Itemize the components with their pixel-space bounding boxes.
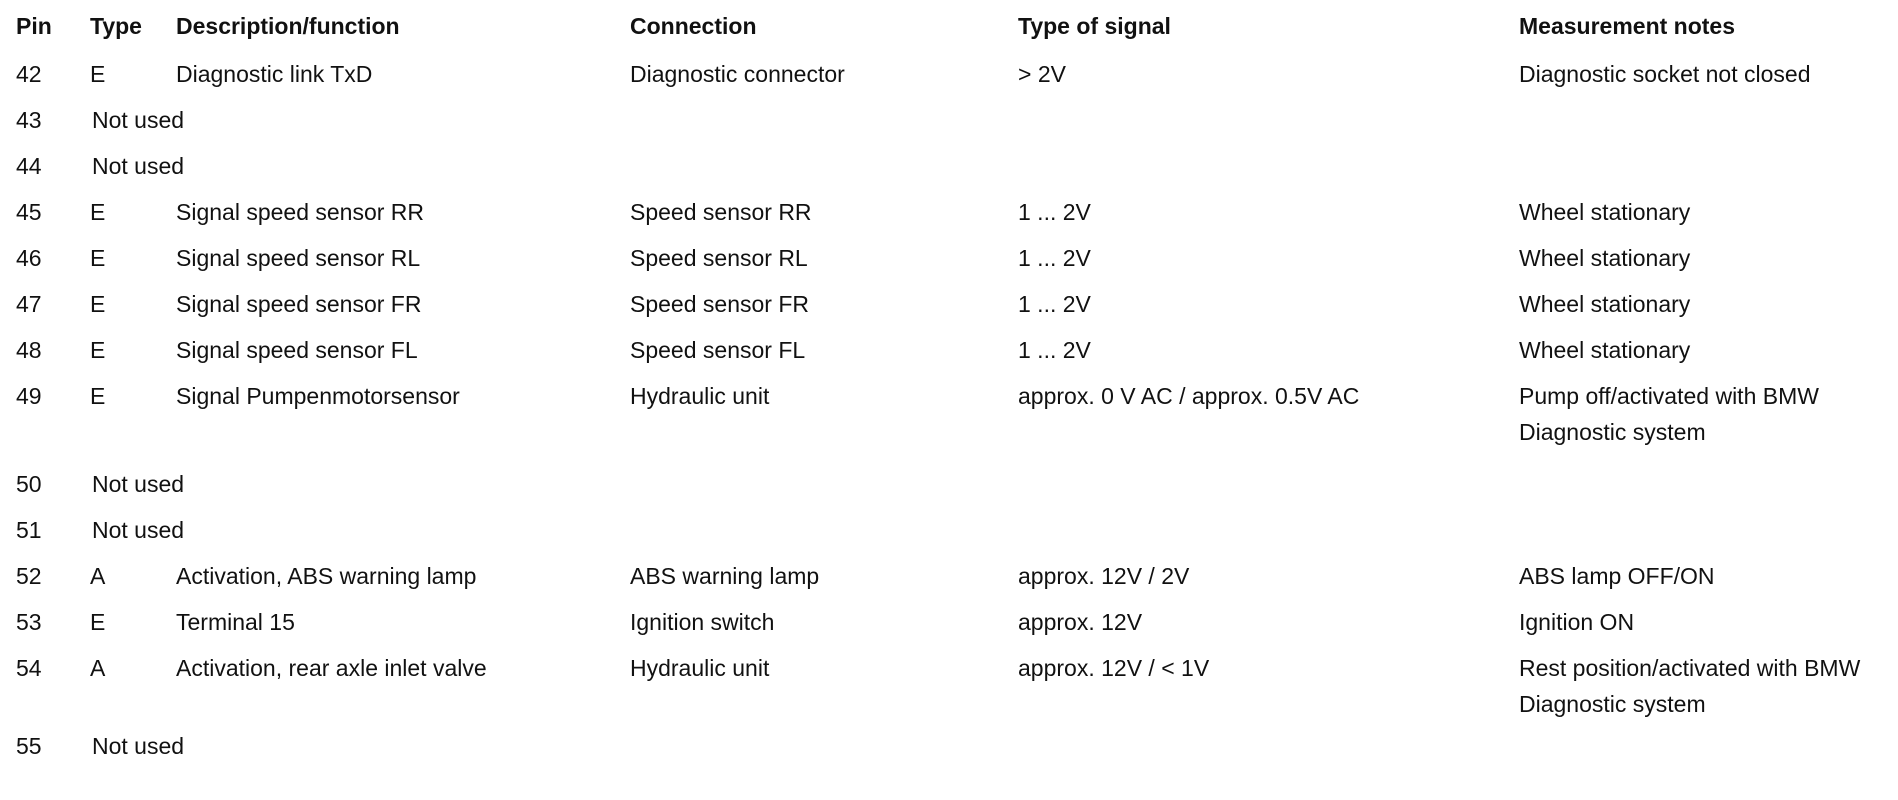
measurement-note: Wheel stationary [1519,291,1691,317]
signal-direction: E [90,291,106,317]
measurement-note: Pump off/activated with BMW Diagnostic s… [1519,383,1819,445]
signal-direction: E [90,383,106,409]
signal-type: 1 ... 2V [1018,337,1091,363]
pin-number: 46 [16,245,42,271]
pin-number: 55 [16,733,42,759]
signal-type: approx. 12V [1018,609,1143,635]
header-signal-type: Type of signal [1018,13,1171,39]
pin-number: 47 [16,291,42,317]
description: Activation, ABS warning lamp [176,563,477,589]
not-used-label: Not used [92,107,185,133]
description: Signal speed sensor RL [176,245,421,271]
signal-direction: E [90,337,106,363]
connection: Diagnostic connector [630,61,845,87]
not-used-label: Not used [92,517,185,543]
pin-number: 42 [16,61,42,87]
measurement-note: Wheel stationary [1519,337,1691,363]
signal-direction: E [90,61,106,87]
measurement-note: Diagnostic socket not closed [1519,61,1811,87]
connection: Speed sensor RL [630,245,808,271]
pin-number: 52 [16,563,42,589]
pin-number: 44 [16,153,42,179]
signal-direction: A [90,563,106,589]
signal-direction: A [90,655,106,681]
signal-type: 1 ... 2V [1018,291,1091,317]
signal-direction: E [90,199,106,225]
not-used-label: Not used [92,733,185,759]
pin-number: 48 [16,337,42,363]
pin-number: 49 [16,383,42,409]
signal-direction: E [90,245,106,271]
pin-number: 51 [16,517,42,543]
pin-number: 50 [16,471,42,497]
header-description: Description/function [176,13,400,39]
description: Signal speed sensor FL [176,337,418,363]
connection: ABS warning lamp [630,563,820,589]
description: Signal speed sensor RR [176,199,425,225]
pin-number: 43 [16,107,42,133]
not-used-label: Not used [92,153,185,179]
connection: Speed sensor RR [630,199,812,225]
signal-type: approx. 12V / 2V [1018,563,1190,589]
connection: Ignition switch [630,609,775,635]
measurement-note: Wheel stationary [1519,199,1691,225]
signal-type: approx. 0 V AC / approx. 0.5V AC [1018,383,1360,409]
measurement-note: Wheel stationary [1519,245,1691,271]
connection: Speed sensor FR [630,291,809,317]
pin-number: 45 [16,199,42,225]
header-measurement-notes: Measurement notes [1519,13,1736,39]
pin-number: 53 [16,609,42,635]
connection: Speed sensor FL [630,337,806,363]
signal-type: 1 ... 2V [1018,199,1091,225]
measurement-note: ABS lamp OFF/ON [1519,563,1715,589]
measurement-note: Ignition ON [1519,609,1635,635]
description: Terminal 15 [176,609,295,635]
header-pin: Pin [16,13,52,39]
signal-type: approx. 12V / < 1V [1018,655,1210,681]
description: Activation, rear axle inlet valve [176,655,487,681]
header-type: Type [90,13,142,39]
not-used-label: Not used [92,471,185,497]
signal-direction: E [90,609,106,635]
description: Signal speed sensor FR [176,291,422,317]
signal-type: > 2V [1018,61,1066,87]
connection: Hydraulic unit [630,383,770,409]
header-connection: Connection [630,13,757,39]
connection: Hydraulic unit [630,655,770,681]
measurement-note: Rest position/activated with BMW Diagnos… [1519,655,1861,717]
description: Signal Pumpenmotorsensor [176,383,460,409]
description: Diagnostic link TxD [176,61,373,87]
pin-number: 54 [16,655,42,681]
signal-type: 1 ... 2V [1018,245,1091,271]
